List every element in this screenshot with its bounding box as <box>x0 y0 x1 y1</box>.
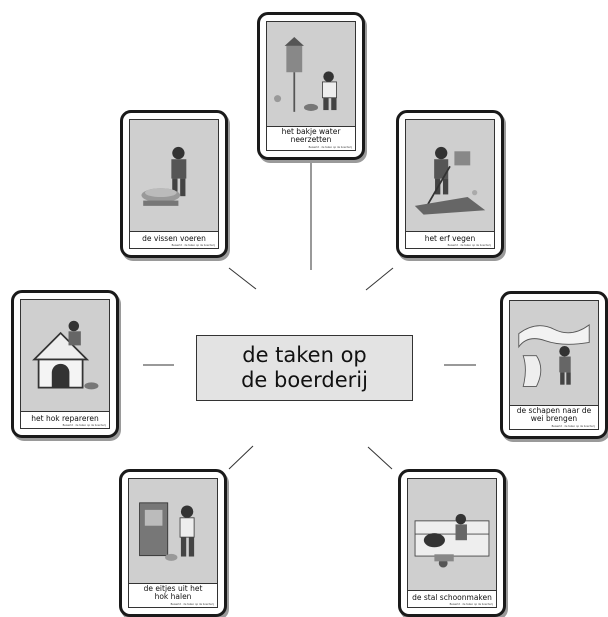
card-caption-line: het erf vegen <box>424 234 476 243</box>
center-title-line-2: de boerderij <box>241 368 368 392</box>
card-picture <box>406 120 494 232</box>
card-credit: Bewerkt · de taken op de boerderij <box>62 424 106 427</box>
card-credit: Bewerkt · de taken op de boerderij <box>308 146 352 149</box>
center-title-line-1: de taken op <box>242 343 367 367</box>
card-erf-vegen: het erf vegen Bewerkt · de taken op de b… <box>396 110 504 258</box>
sheep-meadow-illustration <box>518 323 590 387</box>
center-title-box: de taken op de boerderij <box>196 335 413 401</box>
feeding-fish-illustration <box>141 146 187 206</box>
card-credit: Bewerkt · de taken op de boerderij <box>447 244 491 247</box>
card-caption-line: de schapen naar de <box>516 406 592 415</box>
connector-lower-right <box>367 446 393 470</box>
card-hok-repareren: het hok repareren Bewerkt · de taken op … <box>11 290 119 438</box>
card-caption-line: neerzetten <box>290 135 332 144</box>
card-credit: Bewerkt · de taken op de boerderij <box>449 603 493 606</box>
card-picture <box>510 301 598 406</box>
connector-upper-left <box>228 267 257 290</box>
card-picture <box>408 479 496 591</box>
card-schapen-wei: de schapen naar de wei brengen Bewerkt ·… <box>500 291 608 439</box>
card-picture <box>130 120 218 232</box>
connector-upper-right <box>365 267 394 291</box>
connector-lower-left <box>228 445 254 470</box>
card-credit: Bewerkt · de taken op de boerderij <box>170 603 214 606</box>
sweeping-yard-illustration <box>414 146 486 215</box>
card-vissen-voeren: de vissen voeren Bewerkt · de taken op d… <box>120 110 228 258</box>
doghouse-repair-illustration <box>32 320 99 390</box>
collecting-eggs-illustration <box>139 502 195 561</box>
card-caption-line: de eitjes uit het <box>143 584 203 593</box>
card-caption-line: hok halen <box>154 592 192 601</box>
card-bakje-water: het bakje water neerzetten Bewerkt · de … <box>257 12 365 160</box>
cleaning-stable-illustration <box>414 513 490 568</box>
card-eitjes-halen: de eitjes uit het hok halen Bewerkt · de… <box>119 469 227 617</box>
card-caption-line: het hok repareren <box>31 414 99 423</box>
card-credit: Bewerkt · de taken op de boerderij <box>171 244 215 247</box>
card-picture <box>129 479 217 584</box>
card-picture <box>267 22 355 127</box>
card-caption-line: het bakje water <box>281 127 341 136</box>
dovecote-boy-illustration <box>274 37 337 112</box>
card-credit: Bewerkt · de taken op de boerderij <box>551 425 595 428</box>
card-caption-line: de vissen voeren <box>142 234 206 243</box>
card-caption-line: wei brengen <box>530 414 578 423</box>
card-stal-schoonmaken: de stal schoonmaken Bewerkt · de taken o… <box>398 469 506 617</box>
card-caption-line: de stal schoonmaken <box>412 593 492 602</box>
card-picture <box>21 300 109 412</box>
